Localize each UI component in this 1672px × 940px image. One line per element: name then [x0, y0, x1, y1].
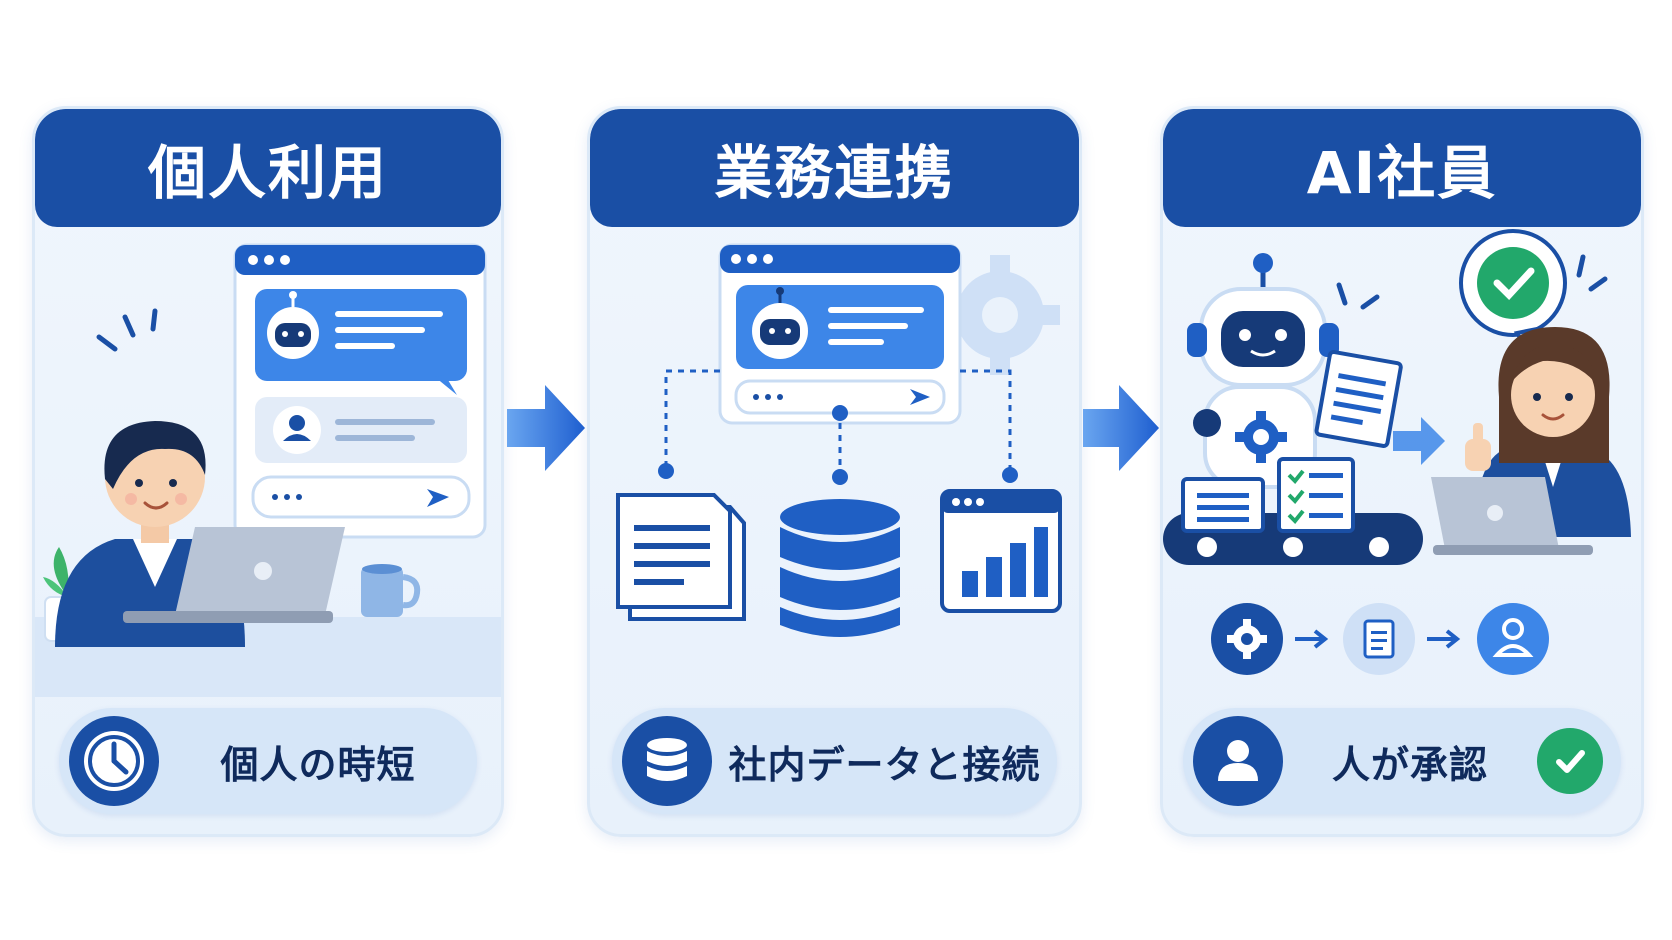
chat-window [718, 243, 962, 425]
database-icon [622, 716, 712, 806]
document-icon [1314, 349, 1403, 448]
attention-lines [1336, 282, 1380, 310]
person-with-laptop [55, 421, 345, 647]
personal-use-illustration [35, 227, 501, 697]
stage-panel-ai-employee: AI社員 [1160, 106, 1644, 837]
conveyor-belt [1163, 457, 1423, 565]
caption-pill: 人が承認 [1183, 708, 1621, 814]
arrow-right-icon [1083, 385, 1159, 471]
caption-text: 人が承認 [1331, 742, 1488, 787]
arrow-right-icon [507, 385, 585, 471]
panel-title: 個人利用 [35, 109, 501, 227]
person-approving [1431, 327, 1631, 555]
workflow-row [1211, 603, 1549, 675]
check-icon [1537, 728, 1603, 794]
business-integration-illustration [590, 227, 1079, 697]
stage-panel-business-integration: 業務連携 [587, 106, 1082, 837]
database-icon [780, 499, 900, 637]
dashed-connectors [664, 369, 1012, 477]
panel-title: AI社員 [1163, 109, 1641, 227]
approval-bubble-icon [1459, 229, 1567, 358]
chat-window [233, 243, 487, 539]
caption-pill: 社内データと接続 [612, 708, 1057, 814]
user-icon [1193, 716, 1283, 806]
chart-window-icon [940, 489, 1062, 613]
arrow-right-icon [1393, 417, 1445, 465]
clock-icon [69, 716, 159, 806]
ai-employee-illustration [1163, 227, 1641, 697]
coffee-mug [361, 564, 421, 617]
caption-text: 個人の時短 [220, 742, 416, 787]
stage-panel-personal-use: 個人利用 [32, 106, 504, 837]
attention-lines [1576, 254, 1608, 292]
robot-icon [1187, 253, 1339, 489]
attention-lines [96, 308, 158, 352]
documents-icon [616, 493, 746, 621]
panel-title: 業務連携 [590, 109, 1079, 227]
caption-pill: 個人の時短 [59, 708, 477, 814]
caption-text: 社内データと接続 [728, 742, 1041, 787]
